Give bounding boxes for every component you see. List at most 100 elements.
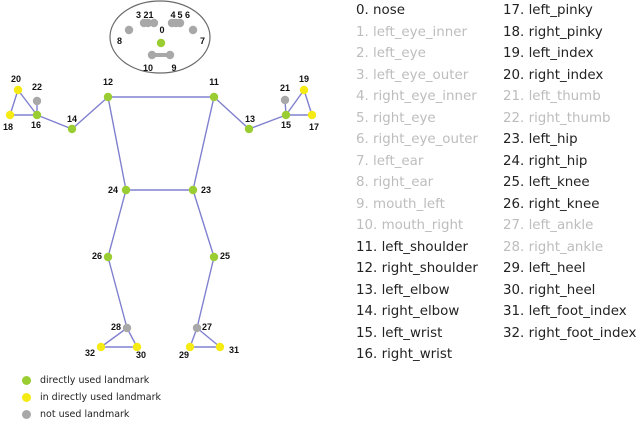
- landmark-list-item: 15. left_wrist: [356, 325, 443, 341]
- landmark-point-8: [124, 25, 134, 35]
- landmark-number-25: 25: [220, 251, 230, 261]
- landmark-id: 5: [356, 110, 365, 126]
- bone-12-14: [71, 96, 109, 130]
- landmark-id: 6: [356, 132, 365, 147]
- landmark-id: 27: [503, 218, 521, 233]
- landmark-point-22: [32, 96, 42, 106]
- landmark-point-14: [67, 124, 77, 134]
- landmark-number-1: 1: [148, 10, 153, 20]
- landmark-number-7: 7: [200, 36, 205, 46]
- landmark-number-11: 11: [209, 77, 219, 87]
- bone-11-13: [213, 96, 250, 130]
- bone-12-24: [107, 96, 127, 191]
- landmark-id: 1: [356, 24, 365, 40]
- landmark-number-30: 30: [136, 350, 146, 360]
- landmark-list-item: 25. left_knee: [503, 175, 590, 190]
- landmark-number-21: 21: [280, 83, 290, 93]
- landmark-number-15: 15: [281, 120, 291, 130]
- landmark-list-item: 12. right_shoulder: [356, 261, 478, 276]
- legend-label: directly used landmark: [40, 375, 150, 386]
- landmark-point-19: [299, 85, 309, 95]
- landmark-id: 18: [503, 24, 521, 40]
- landmark-id: 28: [503, 239, 521, 255]
- landmark-list-item: 3. left_eye_outer: [356, 67, 469, 83]
- landmark-point-29: [185, 342, 195, 352]
- landmark-list-item: 27. left_ankle: [503, 218, 594, 233]
- landmark-number-23: 23: [201, 185, 211, 195]
- landmark-id: 22: [503, 110, 521, 126]
- landmark-point-28: [122, 323, 132, 333]
- landmark-point-23: [188, 185, 198, 195]
- landmark-name: right_foot_index: [528, 325, 637, 341]
- landmark-list-item: 18. right_pinky: [503, 24, 603, 40]
- landmark-name: right_thumb: [528, 110, 611, 126]
- landmark-id: 10: [356, 218, 374, 233]
- landmark-id: 24: [503, 153, 521, 169]
- landmark-list-item: 17. left_pinky: [503, 3, 593, 18]
- landmark-point-15: [281, 110, 291, 120]
- landmark-point-7: [188, 25, 198, 35]
- legend-item-indirect: in directly used landmark: [22, 392, 161, 403]
- landmark-name: left_knee: [528, 175, 590, 190]
- landmark-name: right_ankle: [528, 239, 604, 255]
- landmark-id: 23: [503, 132, 521, 147]
- landmark-id: 16: [356, 347, 374, 362]
- landmark-number-10: 10: [143, 63, 153, 73]
- landmark-id: 9: [356, 196, 365, 212]
- landmark-list-item: 6. right_eye_outer: [356, 132, 478, 147]
- landmark-id: 8: [356, 175, 365, 190]
- bone-17-19: [303, 89, 313, 116]
- landmark-list-item: 5. right_eye: [356, 110, 436, 126]
- landmark-list-item: 4. right_eye_inner: [356, 89, 477, 104]
- landmark-name: right_elbow: [381, 304, 460, 319]
- landmark-name: mouth_left: [373, 196, 445, 212]
- landmark-name: right_eye_inner: [373, 89, 477, 104]
- landmark-id: 2: [356, 46, 365, 61]
- landmark-point-1: [149, 18, 159, 28]
- landmark-point-24: [121, 185, 131, 195]
- legend-label: not used landmark: [40, 409, 130, 420]
- landmark-list-item: 28. right_ankle: [503, 239, 604, 255]
- landmark-name: right_wrist: [381, 347, 453, 362]
- landmark-list-item: 29. left_heel: [503, 261, 586, 276]
- landmark-name: left_foot_index: [528, 304, 627, 319]
- bone-11-23: [192, 96, 215, 191]
- landmark-point-18: [5, 110, 15, 120]
- bone-25-27: [196, 256, 215, 329]
- landmark-id: 21: [503, 89, 521, 104]
- landmark-number-6: 6: [185, 10, 190, 20]
- bone-15-19: [285, 89, 305, 116]
- landmark-number-14: 14: [67, 114, 77, 124]
- landmark-list-item: 21. left_thumb: [503, 89, 601, 104]
- landmark-point-32: [96, 342, 106, 352]
- landmark-list-item: 32. right_foot_index: [503, 325, 637, 341]
- landmark-point-25: [209, 252, 219, 262]
- landmark-name: right_eye: [373, 110, 436, 126]
- landmark-number-28: 28: [111, 322, 121, 332]
- landmark-name: left_eye: [373, 46, 426, 61]
- landmark-point-3: [139, 18, 149, 28]
- landmark-point-30: [132, 342, 142, 352]
- landmark-name: right_ear: [373, 175, 434, 190]
- landmark-number-19: 19: [299, 74, 309, 84]
- landmark-list-item: 16. right_wrist: [356, 347, 453, 362]
- landmark-name: left_ankle: [528, 218, 594, 233]
- landmark-id: 11: [356, 239, 374, 255]
- landmark-name: left_ear: [373, 153, 424, 169]
- landmark-list-item: 14. right_elbow: [356, 304, 460, 319]
- landmark-name: left_shoulder: [381, 239, 469, 255]
- landmark-name: mouth_right: [381, 218, 464, 233]
- legend-dot: [22, 376, 31, 385]
- landmark-list-item: 9. mouth_left: [356, 196, 445, 212]
- landmark-number-29: 29: [179, 350, 189, 360]
- landmark-id: 30: [503, 282, 521, 298]
- landmark-number-4: 4: [170, 10, 175, 20]
- bone-13-15: [248, 114, 287, 130]
- landmark-number-18: 18: [3, 122, 13, 132]
- landmark-point-26: [103, 252, 113, 262]
- landmark-number-20: 20: [11, 74, 21, 84]
- landmark-name: nose: [373, 3, 405, 18]
- bone-24-26: [107, 189, 127, 258]
- landmark-name: left_thumb: [528, 89, 601, 104]
- landmark-number-26: 26: [92, 251, 102, 261]
